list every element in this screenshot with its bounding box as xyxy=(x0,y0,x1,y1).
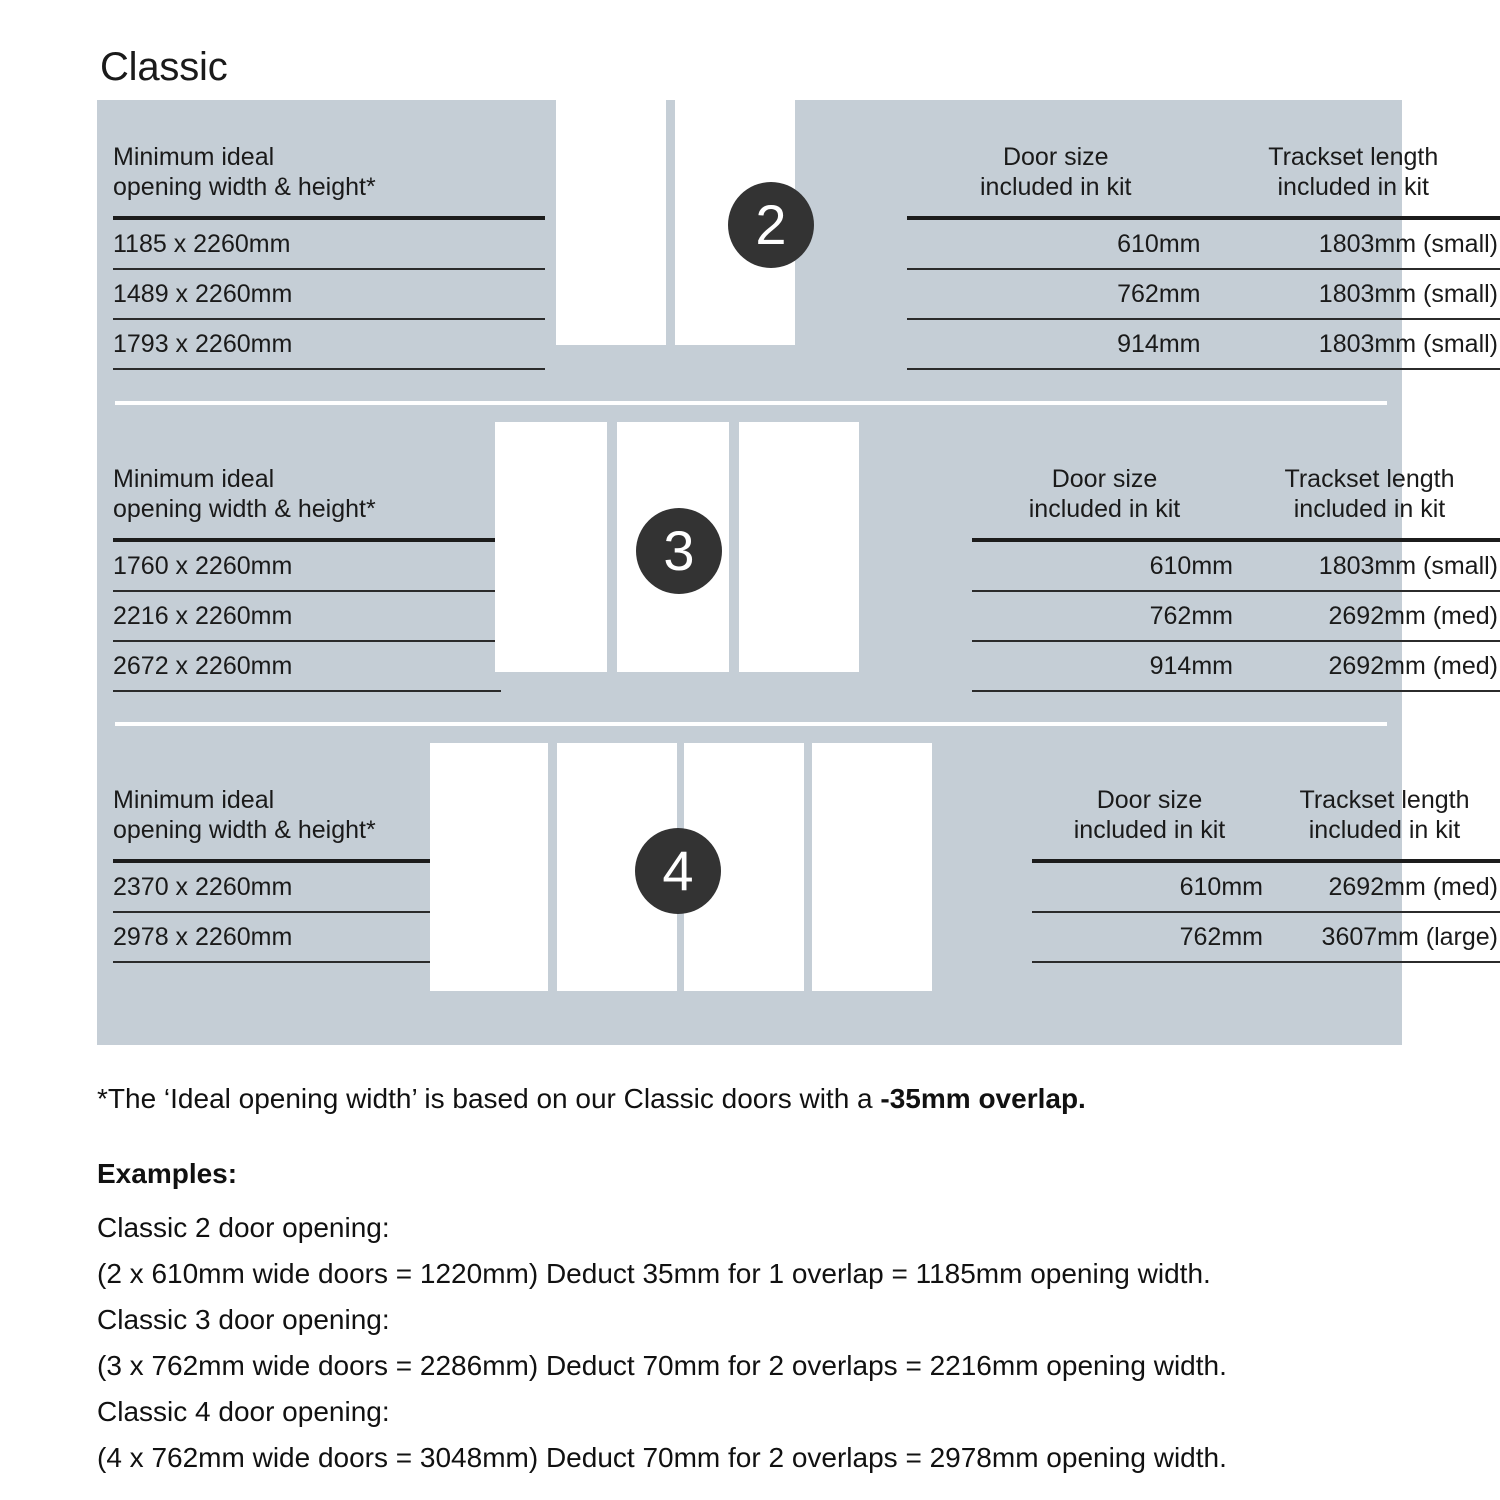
door-size-header: Door size included in kit xyxy=(980,143,1132,201)
table-cell: 610mm xyxy=(1032,859,1267,911)
opening-rows: 1185 x 2260mm 1489 x 2260mm 1793 x 2260m… xyxy=(113,216,545,370)
table-row: 1185 x 2260mm xyxy=(113,216,545,268)
list-item: (2 x 610mm wide doors = 1220mm) Deduct 3… xyxy=(97,1258,1211,1289)
table-cell: 2692mm (med) xyxy=(1237,640,1500,692)
table-cell: 1803mm (small) xyxy=(1204,216,1500,268)
door-size-header: Door size included in kit xyxy=(1073,786,1226,844)
specification-panel: Minimum ideal opening width & height* 11… xyxy=(97,100,1500,1045)
opening-column-3: Minimum ideal opening width & height* 17… xyxy=(113,422,501,692)
trackset-header: Trackset length included in kit xyxy=(1284,465,1455,523)
table-cell: 2692mm (med) xyxy=(1267,859,1500,911)
door-size-header: Door size included in kit xyxy=(1028,465,1181,523)
kit-columns-2: Door size included in kit 610mm 762mm 91… xyxy=(907,100,1500,370)
opening-column-header: Minimum ideal opening width & height* xyxy=(113,465,376,523)
list-item: Classic 3 door opening: xyxy=(97,1304,390,1335)
table-row: 2672 x 2260mm xyxy=(113,640,501,692)
opening-rows: 2370 x 2260mm 2978 x 2260mm xyxy=(113,859,437,963)
table-cell: 1803mm (small) xyxy=(1204,318,1500,370)
section-divider xyxy=(115,722,1387,726)
door-count-badge: 4 xyxy=(635,828,721,914)
table-row: 1760 x 2260mm xyxy=(113,538,501,590)
table-row: 1489 x 2260mm xyxy=(113,268,545,318)
table-row: 2216 x 2260mm xyxy=(113,590,501,640)
section-divider xyxy=(115,401,1387,405)
door-size-column: Door size included in kit 610mm 762mm 91… xyxy=(907,100,1205,370)
examples-list: Classic 2 door opening: (2 x 610mm wide … xyxy=(97,1205,1427,1481)
trackset-header: Trackset length included in kit xyxy=(1268,143,1439,201)
table-cell: 2692mm (med) xyxy=(1237,590,1500,640)
footnote-text: *The ‘Ideal opening width’ is based on o… xyxy=(97,1083,881,1114)
examples-heading: Examples: xyxy=(97,1158,238,1189)
door-size-column: Door size included in kit 610mm 762mm 91… xyxy=(972,422,1237,692)
table-cell: 914mm xyxy=(972,640,1237,692)
door-count-badge: 2 xyxy=(728,182,814,268)
trackset-column: Trackset length included in kit 2692mm (… xyxy=(1267,743,1500,963)
door-panel xyxy=(430,743,548,991)
footnote-bold: -35mm overlap. xyxy=(880,1083,1086,1114)
table-cell: 3607mm (large) xyxy=(1267,911,1500,963)
door-panel xyxy=(556,100,666,345)
table-row: 2978 x 2260mm xyxy=(113,911,437,963)
kit-columns-3: Door size included in kit 610mm 762mm 91… xyxy=(972,422,1500,692)
footnote: *The ‘Ideal opening width’ is based on o… xyxy=(97,1083,1086,1115)
door-size-column: Door size included in kit 610mm 762mm xyxy=(1032,743,1267,963)
table-row: 1793 x 2260mm xyxy=(113,318,545,370)
table-cell: 610mm xyxy=(907,216,1205,268)
door-count-badge: 3 xyxy=(636,508,722,594)
door-diagram-3: 3 xyxy=(495,422,859,672)
opening-column-4: Minimum ideal opening width & height* 23… xyxy=(113,743,437,963)
list-item: Classic 2 door opening: xyxy=(97,1212,390,1243)
opening-column-header: Minimum ideal opening width & height* xyxy=(113,143,376,201)
door-panel xyxy=(812,743,932,991)
page-title: Classic xyxy=(100,44,228,89)
list-item: (3 x 762mm wide doors = 2286mm) Deduct 7… xyxy=(97,1350,1227,1381)
table-cell: 1803mm (small) xyxy=(1237,538,1500,590)
door-panel xyxy=(739,422,859,672)
trackset-column: Trackset length included in kit 1803mm (… xyxy=(1204,100,1500,370)
opening-column-header: Minimum ideal opening width & height* xyxy=(113,786,376,844)
list-item: (4 x 762mm wide doors = 3048mm) Deduct 7… xyxy=(97,1442,1227,1473)
opening-rows: 1760 x 2260mm 2216 x 2260mm 2672 x 2260m… xyxy=(113,538,501,692)
door-diagram-4: 4 xyxy=(430,743,932,991)
kit-columns-4: Door size included in kit 610mm 762mm Tr… xyxy=(1032,743,1500,963)
door-group-4: Minimum ideal opening width & height* 23… xyxy=(97,743,1500,1043)
table-cell: 914mm xyxy=(907,318,1205,370)
door-diagram-2: 2 xyxy=(556,100,814,345)
door-group-2: Minimum ideal opening width & height* 11… xyxy=(97,100,1500,400)
list-item: Classic 4 door opening: xyxy=(97,1396,390,1427)
table-cell: 1803mm (small) xyxy=(1204,268,1500,318)
opening-column-2: Minimum ideal opening width & height* 11… xyxy=(113,100,545,370)
table-cell: 610mm xyxy=(972,538,1237,590)
table-cell: 762mm xyxy=(907,268,1205,318)
table-row: 2370 x 2260mm xyxy=(113,859,437,911)
door-group-3: Minimum ideal opening width & height* 17… xyxy=(97,422,1500,722)
table-cell: 762mm xyxy=(1032,911,1267,963)
door-panel xyxy=(495,422,607,672)
table-cell: 762mm xyxy=(972,590,1237,640)
trackset-header: Trackset length included in kit xyxy=(1299,786,1470,844)
trackset-column: Trackset length included in kit 1803mm (… xyxy=(1237,422,1500,692)
